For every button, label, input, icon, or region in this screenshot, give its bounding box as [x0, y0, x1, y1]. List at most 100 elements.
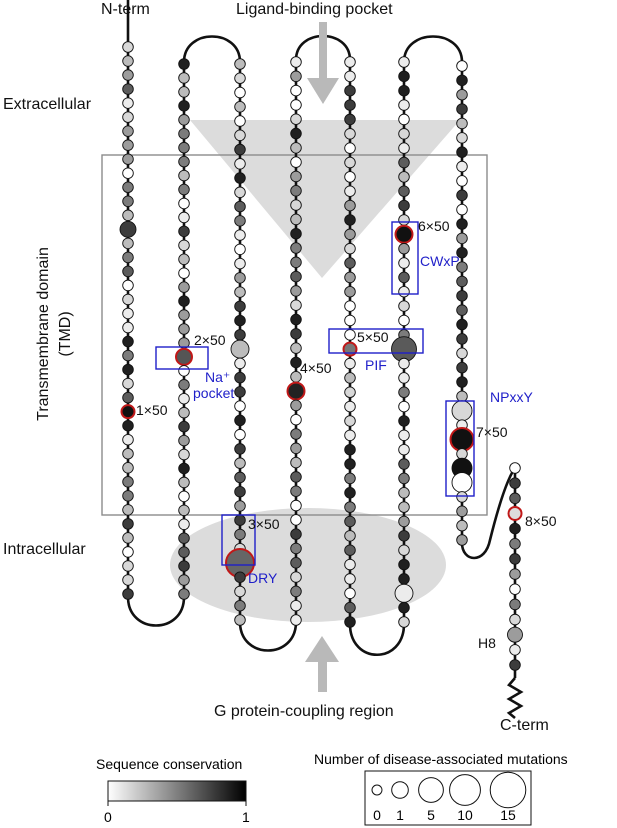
residue	[398, 400, 410, 413]
residue	[234, 500, 246, 512]
residue	[290, 356, 302, 369]
residue	[344, 616, 356, 628]
residue	[178, 365, 190, 377]
residue	[456, 74, 468, 87]
residue	[178, 532, 190, 544]
residue	[234, 386, 246, 398]
residue	[122, 83, 134, 95]
residue	[234, 428, 246, 441]
residue	[178, 295, 190, 307]
conservation-legend: Sequence conservation 0 1	[96, 756, 250, 825]
residue	[234, 514, 246, 526]
residue	[398, 242, 410, 255]
residue	[509, 598, 521, 611]
conservation-min-label: 0	[104, 809, 112, 825]
intracellular-label: Intracellular	[3, 541, 86, 558]
residue	[344, 113, 356, 126]
residue	[290, 599, 302, 612]
residue	[509, 538, 521, 550]
dry-box	[221, 514, 256, 566]
residue	[178, 392, 190, 405]
residue	[398, 185, 410, 197]
residue	[342, 341, 358, 357]
residue	[178, 253, 190, 266]
residue	[234, 229, 246, 241]
residue	[178, 239, 190, 252]
mutation-level-circle	[371, 784, 383, 796]
residue	[456, 160, 468, 173]
residue	[398, 429, 410, 442]
g-protein-arrow	[305, 636, 339, 692]
residue	[122, 377, 134, 390]
residue	[509, 583, 521, 595]
residue	[122, 363, 134, 376]
ligand-pocket-label: Ligand-binding pocket	[236, 1, 393, 18]
residue	[122, 490, 134, 502]
residue	[290, 170, 302, 183]
residue	[398, 300, 410, 312]
mutation-level-circle	[449, 774, 481, 806]
residue	[456, 333, 468, 345]
residue	[234, 115, 246, 127]
residue	[122, 391, 134, 404]
residue	[398, 214, 410, 226]
mutation-level-circle	[418, 777, 444, 803]
residue	[234, 158, 246, 170]
residue	[290, 328, 302, 340]
residue	[290, 84, 302, 97]
residue	[178, 476, 190, 489]
residue	[122, 209, 134, 222]
residue	[178, 141, 190, 154]
mutation-level-label: 1	[396, 807, 404, 823]
residue	[344, 242, 356, 255]
residue	[398, 99, 410, 111]
residue	[456, 491, 468, 503]
cwxp-label: CWxP	[420, 253, 460, 269]
tmd-label-line1: Transmembrane domain	[35, 247, 52, 421]
residue	[122, 293, 134, 306]
residue	[178, 309, 190, 321]
residue	[234, 357, 246, 370]
residue	[344, 429, 356, 442]
residue	[509, 553, 521, 565]
residue	[290, 156, 302, 168]
residue	[234, 101, 246, 113]
residue	[344, 573, 356, 585]
residue	[122, 195, 134, 208]
residue	[178, 225, 190, 238]
backbone-segment	[182, 35, 242, 63]
residue	[178, 546, 190, 558]
residue	[344, 415, 356, 427]
conservation-max-label: 1	[242, 809, 250, 825]
residue	[398, 501, 410, 513]
mutation-level-label: 10	[457, 807, 473, 823]
residue	[290, 471, 302, 483]
residue	[178, 169, 190, 182]
residue	[398, 142, 410, 154]
residue	[178, 211, 190, 224]
residue	[398, 285, 410, 298]
residue	[122, 181, 134, 194]
mutation-legend-frame	[364, 770, 532, 826]
h8-label: H8	[478, 635, 496, 651]
motif-boxes	[155, 221, 475, 566]
residue	[290, 514, 302, 526]
residue-label-4x50: 4×50	[300, 360, 332, 376]
residue	[344, 128, 356, 140]
residue	[178, 155, 190, 168]
residue	[234, 599, 246, 612]
residue	[234, 200, 246, 213]
residue	[122, 55, 134, 67]
residue	[290, 313, 302, 326]
residue	[122, 279, 134, 292]
residue	[178, 434, 190, 447]
residue	[344, 329, 356, 341]
residue	[456, 275, 468, 288]
residue	[290, 242, 302, 254]
residue	[344, 171, 356, 183]
residue	[509, 477, 521, 489]
residue	[398, 199, 410, 212]
residue	[234, 300, 246, 313]
residue	[290, 127, 302, 140]
residue	[456, 347, 468, 360]
